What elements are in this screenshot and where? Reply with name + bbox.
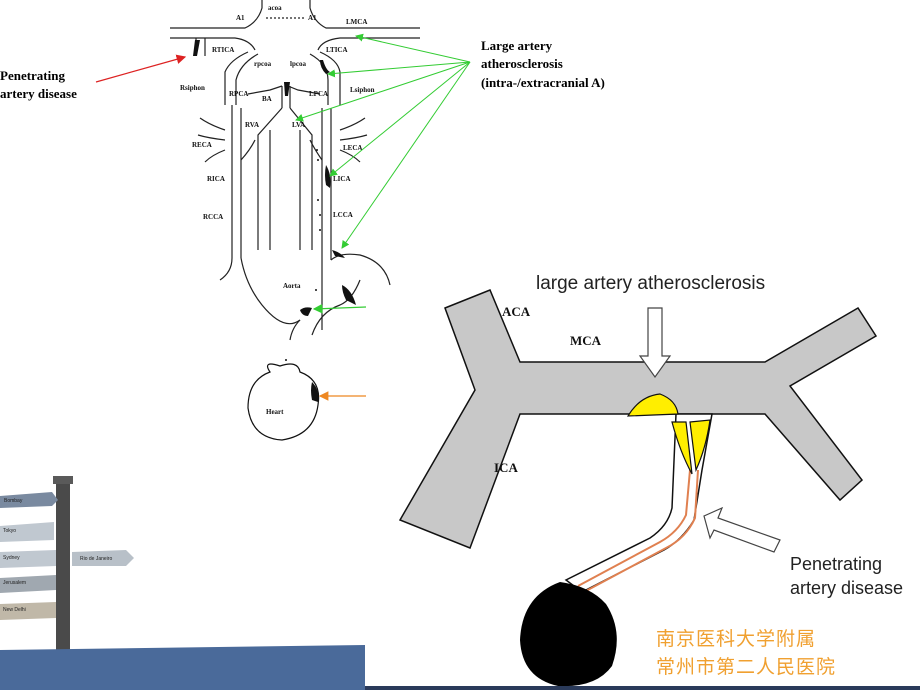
mca-diagram: large artery atherosclerosis ACA MCA ICA…: [398, 273, 903, 687]
heart-plaque: [311, 382, 319, 402]
label-reca: RECA: [192, 141, 212, 149]
label-rpca: RPCA: [229, 90, 248, 98]
right-caption-line2: atherosclerosis: [481, 56, 563, 71]
label-rica: RICA: [207, 175, 225, 183]
label-lva: LVA: [292, 121, 305, 129]
penetrating-vessel: [564, 413, 713, 593]
signpost-image: Bombay Tokyo Sydney Rio de Janeiro Jerus…: [0, 476, 134, 650]
right-caption-line1: Large artery: [481, 38, 553, 53]
sign-4: Rio de Janeiro: [80, 556, 112, 562]
label-rva: RVA: [245, 121, 259, 129]
hospital-line1: 南京医科大学附属: [656, 628, 816, 650]
left-caption-line1: Penetrating: [0, 68, 65, 83]
dots: [285, 149, 321, 377]
sign-2: Tokyo: [3, 528, 16, 534]
label-ica: ICA: [494, 460, 518, 475]
infarct-blob: [520, 582, 617, 687]
sign-5: Jerusalem: [3, 580, 26, 586]
label-a1-left: A1: [236, 14, 245, 22]
diagram-title: large artery atherosclerosis: [536, 273, 765, 294]
vessel-wall-left: [577, 469, 691, 587]
green-arrow-aorta: [312, 303, 367, 314]
sign-3: Sydney: [3, 555, 20, 561]
heart-shape: [247, 363, 320, 441]
label-lica: LICA: [333, 175, 351, 183]
label-mca: MCA: [570, 333, 602, 348]
label-rsiphon: Rsiphon: [180, 84, 205, 92]
label-heart: Heart: [266, 408, 284, 416]
label-rtica: RTICA: [212, 46, 234, 54]
label-lmca: LMCA: [346, 18, 367, 26]
plaque-left: [671, 421, 693, 475]
label-lpcoa: lpcoa: [290, 60, 306, 68]
vessel-shape: [398, 289, 878, 549]
plaque-top: [626, 393, 679, 417]
label-lcca: LCCA: [333, 211, 353, 219]
down-arrow: [638, 307, 672, 379]
label-leca: LECA: [343, 144, 362, 152]
footer-band: [0, 645, 365, 690]
green-arrows: [295, 33, 471, 249]
label-ltica: LTICA: [326, 46, 348, 54]
red-arrow: [95, 54, 187, 83]
hospital-line2: 常州市第二人民医院: [656, 656, 836, 678]
diagonal-arrow: [703, 506, 781, 553]
label-rcca: RCCA: [203, 213, 223, 221]
label-aorta: Aorta: [283, 282, 301, 290]
sign-1: Bombay: [4, 498, 23, 504]
vessel-wall-right: [583, 469, 699, 593]
label-rpcoa: rpcoa: [254, 60, 272, 68]
label-lsiphon: Lsiphon: [350, 86, 375, 94]
penetrating-line1: Penetrating: [790, 554, 882, 574]
penetrating-line2: artery disease: [790, 578, 903, 598]
label-lpca: LPCA: [309, 90, 328, 98]
right-caption-line3: (intra-/extracranial A): [481, 75, 605, 90]
footer-line: [365, 686, 920, 690]
label-aca: ACA: [502, 304, 531, 319]
label-acoa: acoa: [268, 4, 282, 12]
label-a1-right: A1: [308, 14, 317, 22]
plaque-right: [689, 419, 711, 473]
left-caption-line2: artery disease: [0, 86, 77, 101]
plaques-top: [193, 40, 356, 316]
sign-6: New Delhi: [3, 607, 26, 613]
label-ba: BA: [262, 95, 272, 103]
